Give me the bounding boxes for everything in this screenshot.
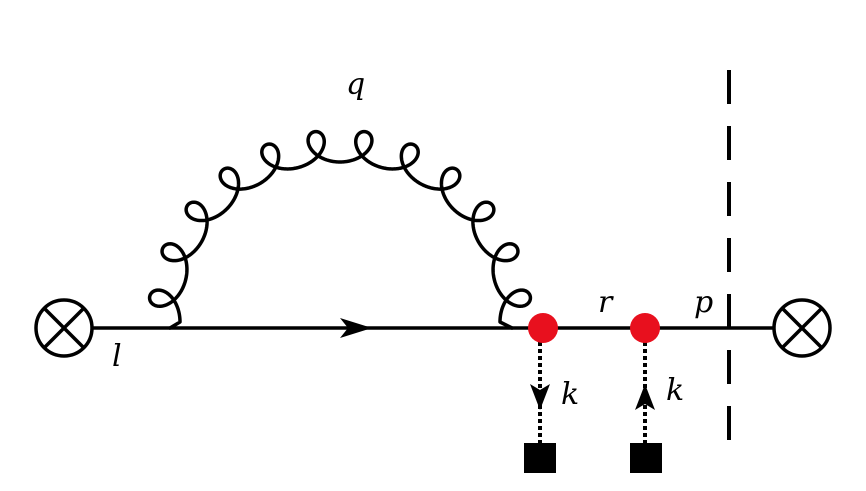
fermion-arrow-icon xyxy=(340,318,372,338)
right-insertion-circled-times-icon xyxy=(772,298,832,358)
label-k-right: k xyxy=(666,373,684,408)
label-r: r xyxy=(598,285,614,320)
source-left-filled-square-icon xyxy=(524,443,556,473)
label-q: q xyxy=(346,67,365,102)
gluon-loop xyxy=(147,129,533,330)
vertex-right xyxy=(630,313,660,343)
label-p: p xyxy=(694,285,713,320)
exchange-arrow-down-icon xyxy=(530,384,550,410)
left-insertion-circled-times-icon xyxy=(34,298,94,358)
vertex-left xyxy=(528,313,558,343)
label-l: l xyxy=(112,339,122,374)
source-right-filled-square-icon xyxy=(630,443,662,473)
label-k-left: k xyxy=(561,377,579,412)
exchange-arrow-up-icon xyxy=(635,384,655,410)
